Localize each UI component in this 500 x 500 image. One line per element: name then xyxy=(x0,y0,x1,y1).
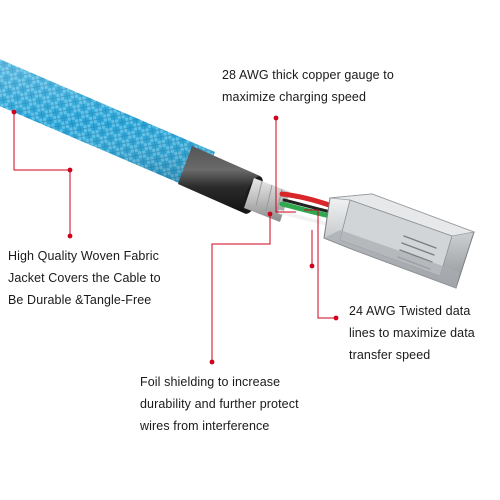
callout-foil-line-3: wires from interference xyxy=(140,419,270,433)
callout-twisted-data-lines: 24 AWG Twisted data lines to maximize da… xyxy=(349,300,475,366)
connector-side-face xyxy=(324,230,460,288)
callout-jacket-line-3: Be Durable &Tangle-Free xyxy=(8,293,152,307)
cable-jacket-shading xyxy=(0,59,215,192)
connector-top-face xyxy=(329,193,476,237)
leader-foil xyxy=(211,214,271,362)
dot-jacket-bottom xyxy=(67,233,73,239)
callout-woven-jacket: High Quality Woven Fabric Jacket Covers … xyxy=(8,245,161,311)
leader-lines xyxy=(13,112,336,362)
callout-data-line-2: lines to maximize data xyxy=(349,326,475,340)
dot-foil-bottom xyxy=(209,359,215,365)
callout-data-line-3: transfer speed xyxy=(349,348,431,362)
callout-data-line-1: 24 AWG Twisted data xyxy=(349,304,471,318)
callout-foil-line-2: durability and further protect xyxy=(140,397,299,411)
leader-jacket xyxy=(13,112,71,236)
callout-copper-gauge: 28 AWG thick copper gauge to maximize ch… xyxy=(222,64,394,108)
dot-foil-top xyxy=(267,211,273,217)
dot-data-end xyxy=(333,315,339,321)
leader-data xyxy=(304,209,336,319)
callout-foil-line-1: Foil shielding to increase xyxy=(140,375,281,389)
leader-copper xyxy=(275,118,296,213)
braided-cable xyxy=(0,59,215,192)
callout-foil-shielding: Foil shielding to increase durability an… xyxy=(140,371,299,437)
dot-jacket-top xyxy=(11,109,17,115)
leader-dots xyxy=(11,109,339,365)
black-wire xyxy=(282,198,333,214)
dot-copper-top xyxy=(273,115,279,121)
callout-jacket-line-2: Jacket Covers the Cable to xyxy=(8,271,161,285)
dot-jacket-mid xyxy=(67,167,73,173)
white-wire xyxy=(278,210,330,226)
micro-usb-connector xyxy=(323,193,476,289)
red-wire xyxy=(279,191,335,209)
dot-data-wire xyxy=(309,263,315,269)
callout-copper-line-1: 28 AWG thick copper gauge to xyxy=(222,68,394,82)
callout-jacket-line-1: High Quality Woven Fabric xyxy=(8,249,159,263)
callout-copper-line-2: maximize charging speed xyxy=(222,90,367,104)
